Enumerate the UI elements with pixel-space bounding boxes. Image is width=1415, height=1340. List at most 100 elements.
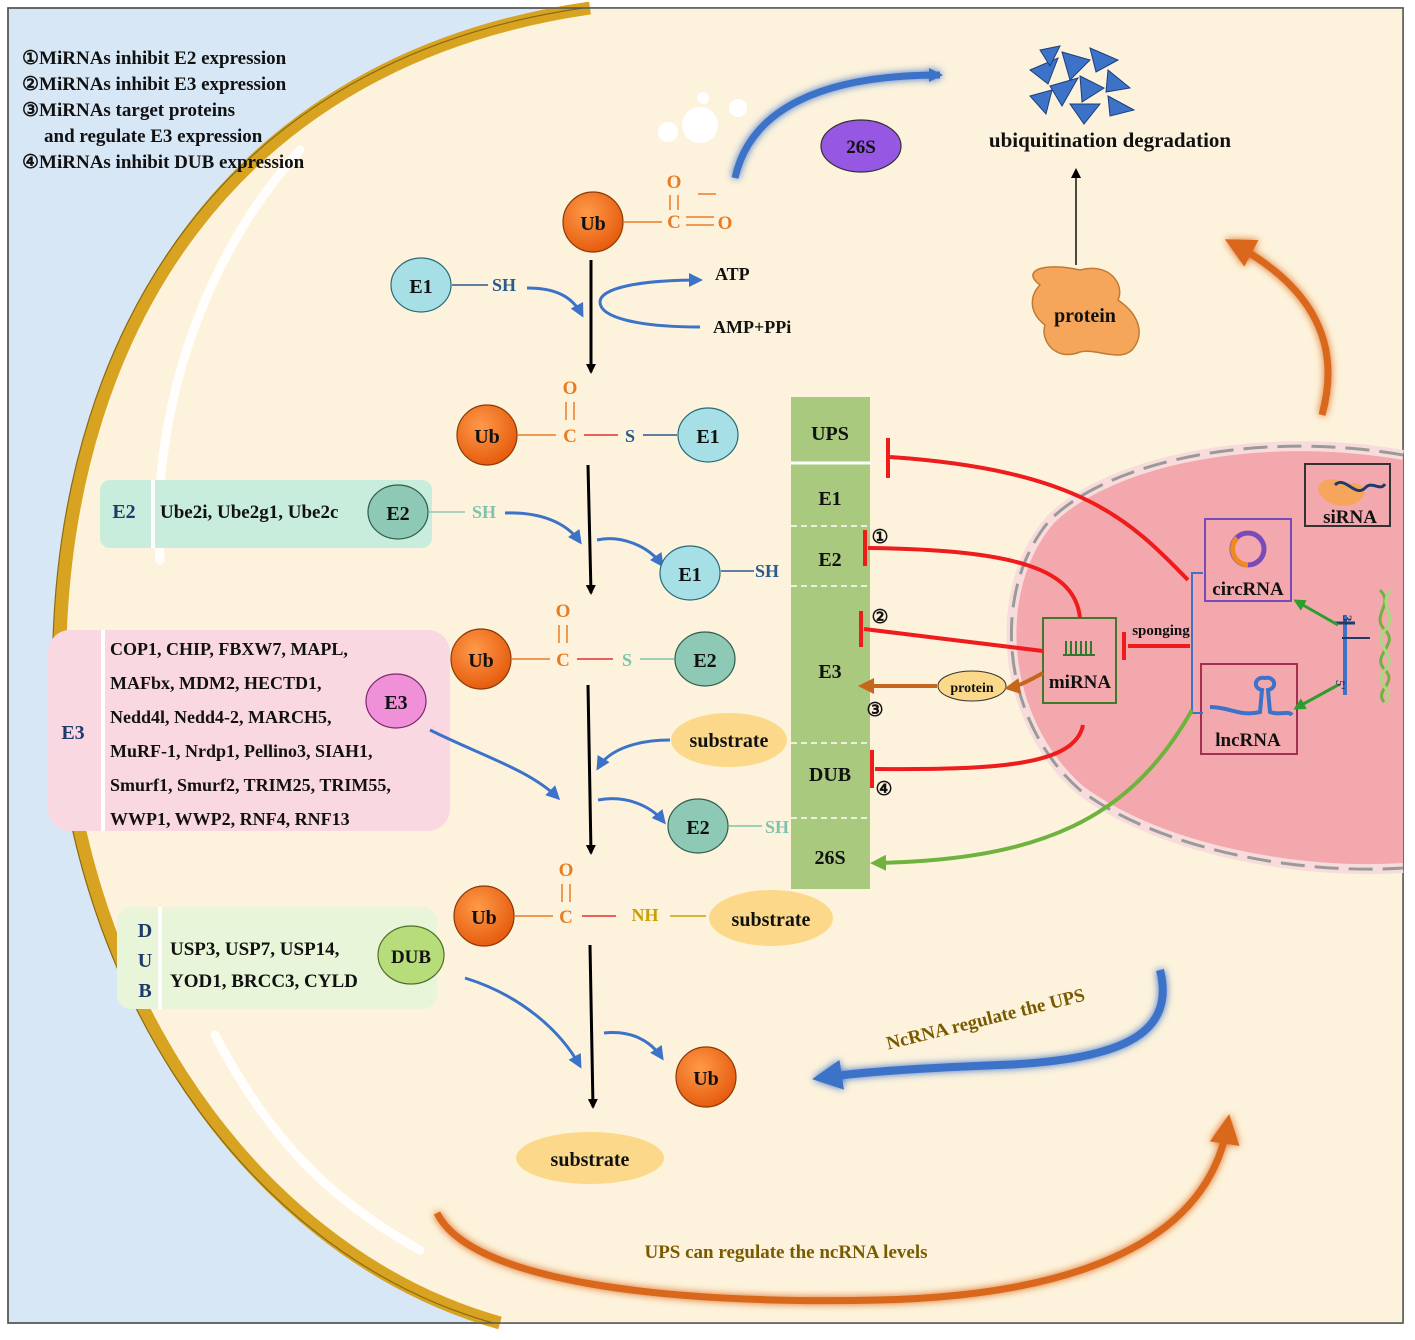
- five-prime-label: 5': [1333, 680, 1348, 690]
- ub-circle: [562, 191, 624, 253]
- carbonyl-o: O: [563, 378, 578, 399]
- column-background: [791, 397, 870, 889]
- substrate-ellipse: [709, 890, 833, 946]
- amide-label: NH: [632, 905, 659, 925]
- carbonyl-o: O: [667, 172, 682, 193]
- inhibit-e3-line: [863, 627, 1044, 653]
- target-protein-label: protein: [950, 681, 994, 696]
- sh-label: SH: [755, 561, 779, 581]
- dub-label: DUB: [391, 947, 431, 968]
- mark-2: ②: [871, 607, 888, 628]
- nuclear-pores: [1009, 444, 1404, 871]
- column-26s: 26S: [814, 847, 845, 869]
- inhibit-e2-line: [867, 546, 1082, 619]
- ub-label: Ub: [693, 1068, 719, 1090]
- sponging-label: sponging: [1132, 623, 1190, 639]
- sh-label: SH: [492, 275, 516, 295]
- ups-regulate-arrow: [433, 1114, 1240, 1305]
- transcribe-lncrna-arrow: [1293, 683, 1339, 710]
- sirna-strand-icon: [1333, 481, 1387, 492]
- ub-label: Ub: [471, 907, 497, 929]
- ncrna-regulate-arrow: [812, 969, 1167, 1090]
- column-dub: DUB: [809, 764, 851, 786]
- ub-circle: [456, 404, 518, 466]
- carbonyl-o: O: [559, 860, 574, 881]
- ncrna-to-26s-arrow: [870, 709, 1194, 871]
- e1-enzyme: [390, 257, 452, 313]
- transcribe-circrna-arrow: [1293, 599, 1339, 627]
- substrate-ellipse: [516, 1132, 664, 1184]
- ub-circle: [453, 885, 515, 947]
- mark-4: ④: [875, 779, 892, 800]
- dub-enzyme-list: YOD1, BRCC3, CYLD: [170, 971, 358, 992]
- proteasome-label: 26S: [846, 137, 876, 158]
- e1-enzyme: [659, 545, 721, 601]
- to-degradation-arrow: [731, 68, 943, 179]
- mirna-icon: [1065, 641, 1092, 655]
- ub-label: Ub: [468, 650, 494, 672]
- circrna-label: circRNA: [1212, 579, 1284, 600]
- legend-line: ②MiRNAs inhibit E3 expression: [22, 74, 287, 95]
- e1-enzyme: [677, 407, 739, 463]
- dna-helix-icon: [1378, 588, 1391, 703]
- atp-cycle-arrow: [598, 273, 703, 329]
- e2-enzyme: [667, 798, 729, 854]
- dub-box-label: U: [138, 950, 152, 972]
- ub-label: Ub: [580, 213, 606, 235]
- dub-box-label: B: [138, 980, 151, 1002]
- dub-enzyme-list: USP3, USP7, USP14,: [170, 939, 340, 960]
- ncrna-to-protein-arrow: [1224, 239, 1332, 416]
- dub-box-label: D: [138, 920, 152, 942]
- sirna-icon: [1318, 479, 1365, 506]
- e1-label: E1: [678, 564, 701, 586]
- sulfur-label: S: [622, 650, 632, 670]
- e3-list-line: MuRF-1, Nrdp1, Pellino3, SIAH1,: [110, 741, 373, 761]
- dub-family-box: [117, 907, 437, 1009]
- sh-label: SH: [472, 502, 496, 522]
- mark-1: ①: [871, 527, 888, 548]
- carbonyl-c: C: [563, 426, 577, 447]
- e2-box-label: E2: [112, 501, 135, 523]
- e3-list-line: COP1, CHIP, FBXW7, MAPL,: [110, 639, 348, 659]
- e2-enzyme: [674, 631, 736, 687]
- lncrna-hairpin-icon: [1209, 675, 1294, 717]
- carbonyl-c: C: [556, 650, 570, 671]
- e3-join-arrow: [429, 728, 561, 801]
- column-e1: E1: [818, 488, 841, 510]
- amp-label: AMP+PPi: [713, 317, 791, 337]
- ups-regulate-label: UPS can regulate the ncRNA levels: [644, 1242, 927, 1263]
- legend: ①MiRNAs inhibit E2 expression ②MiRNAs in…: [22, 48, 305, 173]
- substrate-label: substrate: [732, 909, 811, 931]
- e2-enzyme: [367, 484, 429, 540]
- protein-label: protein: [1054, 305, 1116, 327]
- e1-label: E1: [409, 276, 432, 298]
- e1-label: E1: [696, 426, 719, 448]
- substrate-ellipse: [671, 713, 787, 767]
- mirna-label: miRNA: [1049, 672, 1112, 693]
- three-prime-label: 3': [1340, 615, 1355, 625]
- ub-circle: [450, 628, 512, 690]
- inhibit-ups-line: [889, 455, 1190, 582]
- proteasome-26s: [820, 119, 902, 173]
- highlight-stroke: [210, 1030, 425, 1255]
- substrate-label: substrate: [551, 1149, 630, 1171]
- mirna-box: [1042, 617, 1117, 704]
- sulfur-label: S: [625, 426, 635, 446]
- dna-helix-icon: [1379, 588, 1394, 703]
- ups-component-column: UPS E1 E2 E3 DUB 26S: [791, 397, 870, 889]
- peptide-fragments-icon: [1029, 45, 1136, 125]
- step-arrow: [587, 944, 598, 1109]
- nucleus: [1011, 446, 1403, 870]
- inhibit-dub-line: [874, 724, 1085, 772]
- e2-label: E2: [686, 817, 709, 839]
- e3-label: E3: [384, 692, 407, 714]
- sirna-label: siRNA: [1323, 507, 1377, 528]
- step-arrow: [585, 684, 596, 855]
- protein-blob-icon: [1031, 266, 1140, 356]
- e3-list-line: WWP1, WWP2, RNF4, RNF13: [110, 809, 350, 829]
- lncrna-label: lncRNA: [1215, 730, 1281, 751]
- column-ups: UPS: [811, 423, 849, 445]
- e2-join-arrow: [504, 511, 582, 545]
- e3-list-line: Smurf1, Smurf2, TRIM25, TRIM55,: [110, 775, 391, 795]
